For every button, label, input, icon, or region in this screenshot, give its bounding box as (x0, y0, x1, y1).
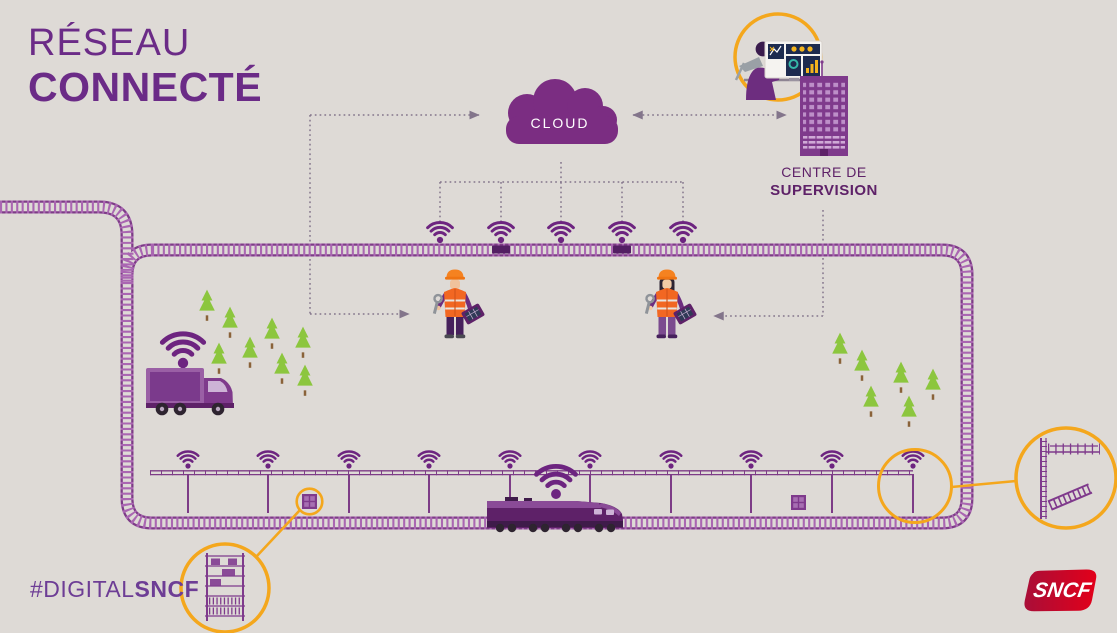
track-loop (120, 243, 974, 530)
top-antennas (426, 221, 697, 245)
maintenance-worker-1 (432, 269, 485, 339)
tree-icon (893, 361, 909, 393)
page-title-line1: RÉSEAU (28, 22, 191, 64)
tablet-icon (673, 303, 697, 325)
tree-icon (242, 336, 258, 368)
tree-icon (211, 342, 227, 374)
desk-lamp-icon (734, 57, 763, 81)
wifi-signal-icon (547, 221, 575, 245)
hashtag-light: #DIGITAL (30, 576, 135, 602)
signal-box-1 (302, 494, 317, 509)
page-title: RÉSEAU CONNECTÉ (28, 22, 262, 110)
tree-icon (832, 332, 848, 364)
highlight-circle-rack (179, 542, 271, 633)
connected-train (487, 466, 623, 533)
page-title-line2: CONNECTÉ (28, 63, 263, 110)
wrench-icon (644, 293, 655, 315)
connected-truck (146, 334, 234, 416)
wifi-signal-icon (669, 221, 697, 245)
tree-icon (925, 368, 941, 400)
wrench-icon (432, 293, 443, 315)
tablet-icon (461, 303, 485, 325)
cloud-icon (506, 79, 618, 144)
railway-tracks (0, 200, 974, 530)
tree-icon (274, 352, 290, 384)
dashed-links (309, 110, 824, 321)
track-sensor-2 (613, 245, 631, 254)
highlight-circle-signal-box (295, 487, 324, 516)
track-sensor-1 (492, 245, 510, 254)
relay-rack-detail (205, 553, 245, 621)
sncf-logo-text: SNCF (1032, 579, 1094, 602)
highlight-circle-catenary (1014, 426, 1117, 530)
tree-icon (901, 395, 917, 427)
supervision-label: CENTRE DE SUPERVISION (744, 164, 904, 200)
sncf-logo: SNCF (1024, 569, 1097, 612)
catenary-detail (1040, 438, 1100, 519)
maintenance-worker-2 (644, 269, 697, 339)
tree-icon (863, 385, 879, 417)
hashtag: #DIGITALSNCF (30, 576, 199, 603)
tree-icon (199, 289, 215, 321)
wifi-signal-icon (608, 221, 636, 245)
catenary-and-poles (150, 470, 914, 513)
right-trees (832, 332, 941, 427)
supervision-desk-scene (734, 40, 823, 100)
highlight-link-line-right (951, 479, 1017, 489)
tree-icon (264, 317, 280, 349)
tree-icon (222, 306, 238, 338)
supervision-building (800, 60, 848, 156)
highlight-link-line-left (255, 509, 301, 558)
track-branch (0, 200, 134, 285)
signal-box-2 (791, 495, 806, 510)
supervision-label-line1: CENTRE DE (781, 164, 867, 180)
dashboard-monitors (764, 40, 823, 81)
tree-icon (295, 326, 311, 358)
wifi-signal-icon (426, 221, 454, 245)
cloud-label: CLOUD (530, 115, 590, 131)
wifi-signal-icon (162, 334, 203, 368)
tree-icon (854, 349, 870, 381)
wifi-signal-icon (487, 221, 515, 245)
hashtag-bold: SNCF (134, 576, 200, 602)
tree-icon (297, 364, 313, 396)
supervision-label-line2: SUPERVISION (770, 181, 878, 199)
